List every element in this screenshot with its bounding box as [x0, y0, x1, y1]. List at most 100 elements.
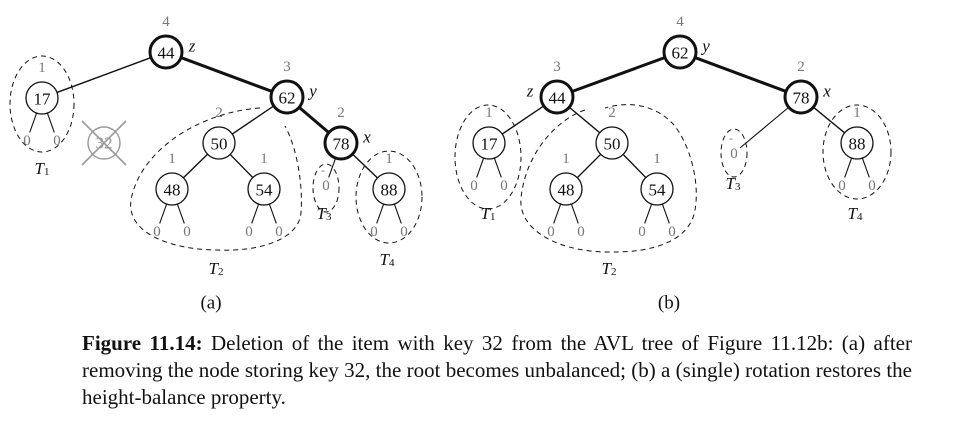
node-height-b-50: 2 — [608, 105, 616, 121]
tree-node-a-48 — [155, 172, 189, 206]
subtree-outline-a-3 — [312, 163, 340, 213]
tree-edge-a-50-48 — [182, 153, 209, 179]
leaf-height-a-17-0: 0 — [23, 133, 31, 149]
tree-node-a-50 — [202, 126, 236, 160]
leaf-height-b-17-1: 0 — [500, 178, 508, 194]
deleted-cross-32-2 — [81, 120, 127, 166]
leaf-height-b-78-0: 0 — [730, 146, 738, 162]
leaf-balance-mark-b-78: - — [729, 131, 733, 145]
node-height-a-88: 1 — [385, 151, 393, 167]
tree-node-a-62 — [269, 79, 305, 115]
node-height-b-44: 3 — [553, 59, 561, 75]
node-height-b-17: 1 — [485, 105, 493, 121]
node-key-b-62: 62 — [672, 44, 689, 63]
subtree-outline-a-1 — [9, 55, 75, 153]
tree-node-b-48 — [549, 172, 583, 206]
leaf-height-b-88-0: 0 — [838, 178, 846, 194]
tree-node-a-88 — [372, 172, 406, 206]
tree-node-a-17 — [25, 81, 59, 115]
subtree-label-a-4: T4 — [380, 250, 395, 270]
node-role-b-62: y — [700, 37, 710, 56]
leaf-edge-a-88-1 — [393, 203, 402, 224]
node-role-a-78: x — [362, 128, 371, 147]
panel-label-a: (a) — [200, 293, 221, 314]
node-key-b-50: 50 — [604, 135, 621, 154]
tree-node-b-54 — [640, 172, 674, 206]
node-height-a-62: 3 — [283, 59, 291, 75]
subtree-outline-a-2 — [130, 107, 302, 251]
node-key-a-17: 17 — [34, 90, 52, 109]
caption-label: Figure 11.14: — [82, 331, 203, 355]
tree-node-b-17 — [472, 126, 506, 160]
leaf-edge-a-54-0 — [251, 203, 260, 224]
tree-edge-a-78-88 — [352, 153, 378, 179]
node-height-b-48: 1 — [562, 151, 570, 167]
leaf-height-a-54-1: 0 — [275, 224, 283, 240]
leaf-balance-mark-a-78: - — [321, 163, 325, 177]
leaf-edge-b-78-0 — [739, 106, 790, 149]
node-height-b-78: 2 — [797, 59, 805, 75]
tree-edge-a-44-62 — [180, 56, 273, 93]
node-height-b-62: 4 — [676, 14, 684, 30]
subtree-label-b-1: T1 — [481, 204, 496, 224]
leaf-height-a-78-0: 0 — [322, 178, 330, 194]
leaf-edge-a-54-1 — [268, 203, 277, 224]
node-key-b-54: 54 — [649, 181, 667, 200]
node-role-a-62: y — [307, 82, 317, 101]
leaf-height-a-88-0: 0 — [370, 224, 378, 240]
leaf-edge-b-17-1 — [493, 157, 502, 178]
tree-node-b-88 — [840, 126, 874, 160]
leaf-height-b-48-1: 0 — [577, 224, 585, 240]
subtree-label-a-2: T2 — [209, 259, 224, 279]
subtree-outline-b-4 — [822, 104, 892, 200]
node-key-a-54: 54 — [256, 181, 274, 200]
subtree-label-a-1: T1 — [35, 159, 50, 179]
tree-node-a-44 — [148, 34, 184, 70]
node-key-b-44: 44 — [549, 89, 567, 108]
node-key-a-48: 48 — [164, 181, 181, 200]
leaf-height-b-54-0: 0 — [638, 224, 646, 240]
leaf-edge-a-48-1 — [176, 203, 185, 224]
node-key-b-88: 88 — [849, 135, 866, 154]
node-key-b-78: 78 — [793, 89, 810, 108]
tree-edge-b-62-78 — [694, 56, 787, 93]
subtree-label-b-2: T2 — [602, 259, 617, 279]
subtree-label-b-4: T4 — [848, 204, 863, 224]
node-height-a-44: 4 — [162, 14, 170, 30]
node-height-b-88: 1 — [853, 105, 861, 121]
tree-node-b-44 — [539, 79, 575, 115]
tree-node-b-50 — [595, 126, 629, 160]
leaf-height-b-54-1: 0 — [668, 224, 676, 240]
node-role-b-44: z — [526, 82, 534, 101]
node-height-a-78: 2 — [337, 105, 345, 121]
subtree-outline-b-1 — [454, 104, 522, 210]
tree-node-a-78 — [323, 125, 359, 161]
leaf-height-a-54-0: 0 — [245, 224, 253, 240]
leaf-edge-a-48-0 — [159, 203, 168, 224]
leaf-height-a-17-1: 0 — [53, 133, 61, 149]
tree-edge-a-62-78 — [298, 106, 330, 134]
node-key-b-17: 17 — [481, 135, 499, 154]
leaf-height-a-48-0: 0 — [153, 224, 161, 240]
node-height-a-17: 1 — [38, 60, 46, 76]
node-height-b-54: 1 — [653, 151, 661, 167]
leaf-edge-a-88-0 — [376, 203, 385, 224]
node-height-a-54: 1 — [260, 151, 268, 167]
tree-node-a-54 — [247, 172, 281, 206]
subtree-outline-b-2 — [520, 104, 697, 253]
node-key-a-88: 88 — [381, 181, 398, 200]
caption-text: Deletion of the item with key 32 from th… — [82, 331, 912, 409]
leaf-edge-b-88-1 — [861, 157, 870, 178]
subtree-outline-b-3 — [720, 128, 748, 178]
node-key-a-62: 62 — [279, 89, 296, 108]
tree-node-b-78 — [783, 79, 819, 115]
node-role-a-44: z — [188, 37, 196, 56]
node-key-a-78: 78 — [333, 135, 350, 154]
subtree-label-a-3: T3 — [317, 204, 332, 224]
tree-edge-a-44-17 — [56, 56, 152, 94]
subtree-label-b-3: T3 — [726, 174, 741, 194]
leaf-edge-b-88-0 — [844, 157, 853, 178]
leaf-edge-b-54-1 — [661, 203, 670, 224]
tree-edge-b-50-48 — [576, 153, 602, 179]
